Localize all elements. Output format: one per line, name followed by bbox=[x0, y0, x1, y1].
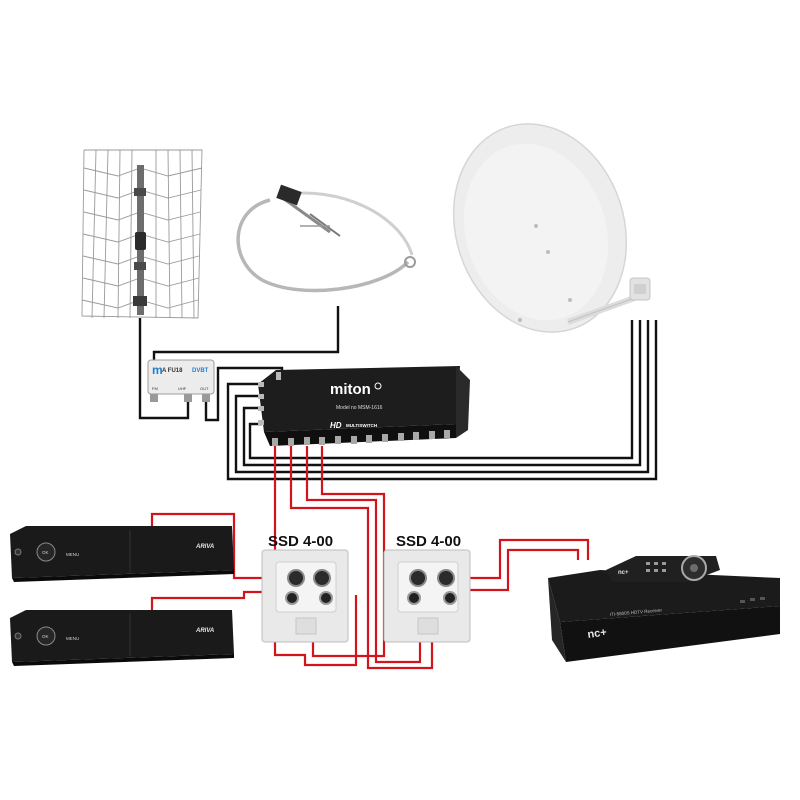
cable-socket2-ncbox-a bbox=[446, 538, 590, 580]
combiner-port-out bbox=[202, 394, 210, 402]
wall-socket-1: SSD 4-00 bbox=[261, 533, 349, 643]
wall-socket-2: SSD 4-00 bbox=[383, 533, 471, 643]
multiswitch-model: Model no MSM-1616 bbox=[336, 405, 383, 411]
receiver-2: OK MENU ARIVA bbox=[10, 610, 234, 666]
receiver-2-power-button bbox=[14, 632, 22, 640]
cable-lnb-3 bbox=[234, 320, 650, 474]
satellite-dish bbox=[452, 123, 651, 333]
combiner-model: A FU18 bbox=[162, 368, 183, 374]
remote-brand: nc+ bbox=[618, 570, 629, 576]
socket-1-port-tr bbox=[313, 569, 331, 587]
red-coax-cables bbox=[150, 446, 590, 670]
cable-out-3 bbox=[305, 446, 422, 664]
cable-uhf-antenna bbox=[138, 318, 190, 420]
multiswitch-series: MULTISWITCH bbox=[346, 423, 377, 428]
cable-lnb-2 bbox=[242, 320, 642, 467]
combiner-brand: m bbox=[152, 363, 163, 377]
cable-socket2-ncbox-b bbox=[446, 548, 580, 592]
combiner-port-uhf bbox=[184, 394, 192, 402]
receiver-1-ok-label: OK bbox=[42, 550, 49, 555]
socket-2-port-bl bbox=[407, 591, 421, 605]
fm-loop-antenna bbox=[236, 184, 416, 293]
nc-plus-remote: nc+ bbox=[606, 555, 720, 582]
star-icon bbox=[374, 382, 382, 390]
receiver-2-menu-label: MENU bbox=[66, 636, 79, 641]
multiswitch-brand: miton bbox=[330, 381, 371, 398]
cable-combiner-out bbox=[204, 366, 284, 422]
multiswitch: miton Model no MSM-1616 HD MULTISWITCH bbox=[258, 366, 470, 446]
receiver-1-menu-label: MENU bbox=[66, 552, 79, 557]
socket-2-port-tl bbox=[409, 569, 427, 587]
receiver-2-ok-label: OK bbox=[42, 634, 49, 639]
combiner-port-fm-label: FM bbox=[152, 386, 158, 391]
terrestrial-grid-antenna bbox=[81, 149, 203, 319]
socket-1-port-tl bbox=[287, 569, 305, 587]
receiver-1-dpad bbox=[36, 542, 56, 562]
nc-plus-box: ITI-5800S HDTV Receiver nc+ bbox=[548, 570, 780, 662]
receiver-1: OK MENU ARIVA bbox=[10, 526, 234, 582]
cable-out-2 bbox=[289, 446, 434, 670]
cable-socket1-receiver1 bbox=[150, 512, 296, 580]
antenna-combiner: m A FU18 DVBT FM UHF OUT bbox=[147, 359, 215, 402]
socket-1-port-bl bbox=[285, 591, 299, 605]
receiver-2-brand: ARIVA bbox=[195, 628, 214, 634]
socket-2-label: SSD 4-00 bbox=[396, 533, 461, 550]
combiner-band: DVBT bbox=[192, 368, 209, 374]
socket-1-label: SSD 4-00 bbox=[268, 533, 333, 550]
socket-1-port-br bbox=[319, 591, 333, 605]
black-coax-cables bbox=[138, 306, 658, 481]
multiswitch-hd-badge: HD bbox=[330, 421, 342, 430]
socket-2-port-tr bbox=[437, 569, 455, 587]
combiner-port-out-label: OUT bbox=[200, 386, 209, 391]
combiner-port-fm bbox=[150, 394, 158, 402]
nc-box-brand: nc+ bbox=[587, 626, 608, 641]
receiver-1-brand: ARIVA bbox=[195, 544, 214, 550]
nc-box-front-text: ITI-5800S HDTV Receiver bbox=[610, 607, 663, 617]
cable-lnb-1 bbox=[248, 320, 634, 460]
cable-lnb-4 bbox=[226, 320, 658, 481]
receiver-2-dpad bbox=[36, 626, 56, 646]
receiver-1-power-button bbox=[14, 548, 22, 556]
socket-2-port-br bbox=[443, 591, 457, 605]
combiner-port-uhf-label: UHF bbox=[178, 386, 187, 391]
